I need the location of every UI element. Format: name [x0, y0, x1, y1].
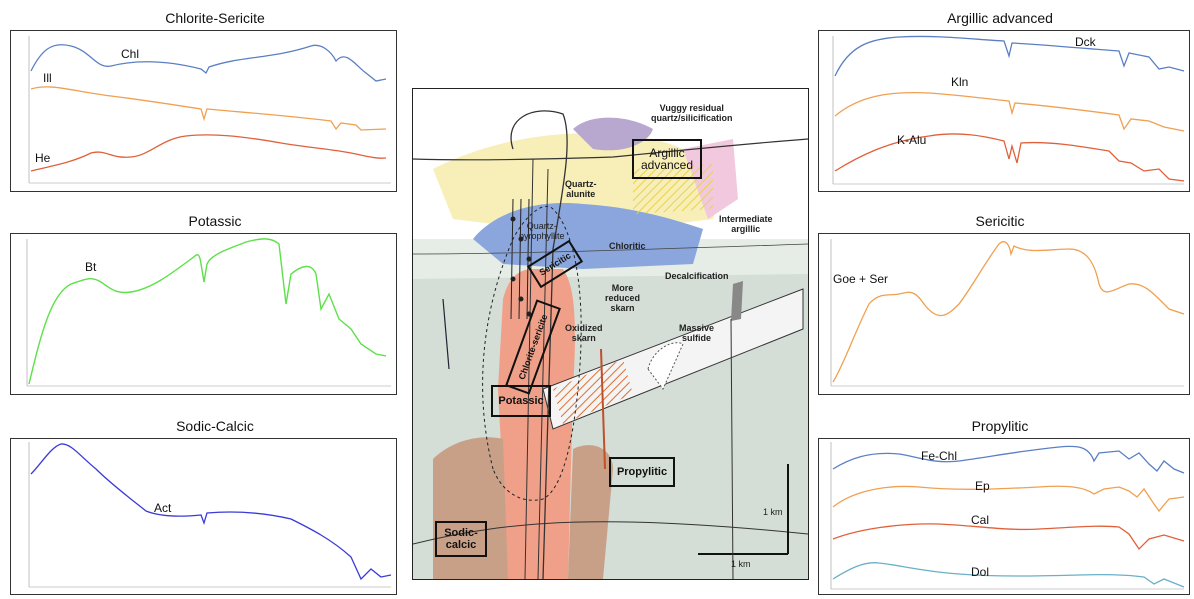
curve-label-ep: Ep	[975, 479, 990, 493]
curve-label-chl: Chl	[121, 47, 140, 61]
label-oxidized-skarn: Oxidized skarn	[565, 323, 603, 343]
spectrum-curve-ill	[30, 86, 387, 131]
curve-label-k-alu: K-Alu	[897, 133, 927, 147]
spectrum-curve-he	[30, 134, 387, 172]
sodic-calcic-fill-right	[568, 445, 613, 579]
spectra-panel-sericitic: Goe + Ser	[818, 233, 1190, 395]
label-quartz-alunite: Quartz- alunite	[565, 179, 597, 199]
panel-title-propylitic: Propylitic	[971, 418, 1029, 434]
massive-sulfide-shape	[647, 342, 684, 390]
fault-line-2	[730, 318, 734, 579]
dike-line-2	[537, 168, 549, 579]
curve-label-bt: Bt	[85, 260, 97, 274]
label-quartz-pyrophyllite: Quartz- pyrophyllite	[519, 221, 565, 241]
spectra-panel-chlorite-sericite: Chl Ill He	[10, 30, 397, 192]
spectra-panel-argillic-advanced: Dck Kln K-Alu	[818, 30, 1190, 192]
oxidized-skarn-hatch	[553, 359, 633, 424]
spectra-panel-potassic: Bt	[10, 233, 397, 395]
skarn-vein	[600, 348, 606, 470]
spectra-panel-sodic-calcic: Act	[10, 438, 397, 595]
surface-line	[413, 138, 808, 161]
porphyry-alteration-diagram: Vuggy residual quartz/silicification Arg…	[412, 88, 809, 580]
curve-label-ill: Ill	[43, 71, 52, 85]
spectrum-curve-goe-ser	[832, 241, 1185, 383]
fault-line	[442, 298, 450, 370]
spectrum-curve-dck	[834, 35, 1185, 77]
spectrum-curve-bt	[28, 238, 387, 385]
curve-label-dol: Dol	[971, 565, 990, 579]
panel-title-argillic-advanced: Argillic advanced	[947, 10, 1053, 26]
label-massive-sulfide: Massive sulfide	[679, 323, 715, 343]
panel-title-sericitic: Sericitic	[975, 213, 1025, 229]
alteration-zones-drawing	[413, 89, 808, 579]
curve-label-fe-chl: Fe-Chl	[921, 449, 958, 463]
lower-contact-line	[413, 521, 808, 545]
curve-label-act: Act	[154, 501, 172, 515]
zone-box-propylitic: Propylitic	[609, 457, 675, 487]
chloritic-boundary	[413, 243, 808, 255]
curve-label-cal: Cal	[971, 513, 990, 527]
spectrum-curve-k-alu	[834, 133, 1185, 182]
zone-box-sodic-calcic: Sodic- calcic	[435, 521, 487, 557]
label-more-reduced-skarn: More reduced skarn	[605, 283, 641, 313]
stockwork-veins	[510, 198, 532, 320]
spectrum-curve-cal	[832, 523, 1185, 551]
label-vuggy-silica: Vuggy residual quartz/silicification	[651, 103, 733, 123]
panel-title-potassic: Potassic	[188, 213, 242, 229]
potassic-core-fill	[498, 269, 575, 579]
curve-label-he: He	[35, 151, 51, 165]
spectra-plot-propylitic	[830, 442, 1185, 590]
spectra-plot-sericitic	[830, 239, 1185, 387]
panel-title-chlorite-sericite: Chlorite-Sericite	[165, 10, 265, 26]
sodic-calcic-fill	[433, 437, 508, 579]
spectrum-curve-dol	[832, 562, 1185, 588]
spectra-plot-potassic	[26, 238, 391, 387]
spectra-plot-sodic-calcic	[28, 442, 392, 588]
spectrum-curve-chl	[30, 44, 387, 82]
spectra-plot-argillic-advanced	[832, 35, 1185, 185]
curve-label-kln: Kln	[951, 75, 969, 89]
spectra-plot-chlorite-sericite	[28, 36, 391, 184]
porphyry-outline	[482, 205, 582, 501]
spectrum-curve-kln	[834, 91, 1185, 132]
zone-box-potassic: Potassic	[491, 385, 551, 417]
spectrum-curve-act	[30, 443, 392, 581]
label-intermediate-argillic: Intermediate argillic	[719, 214, 773, 234]
zone-box-argillic-advanced: Argillic advanced	[632, 139, 702, 179]
spectrum-curve-fe-chl	[832, 445, 1185, 474]
curve-label-goe-ser: Goe + Ser	[833, 272, 889, 286]
scale-label-horizontal: 1 km	[731, 559, 751, 569]
label-decalcification: Decalcification	[665, 271, 729, 281]
dike-line	[524, 158, 534, 579]
curve-label-dck: Dck	[1075, 35, 1096, 49]
argillic-hatch	[633, 164, 713, 214]
decalcification-fill	[731, 281, 743, 321]
spectra-panel-propylitic: Fe-Chl Ep Cal Dol	[818, 438, 1190, 595]
scale-label-vertical: 1 km	[763, 507, 783, 517]
spectrum-curve-ep	[832, 485, 1185, 513]
panel-title-sodic-calcic: Sodic-Calcic	[176, 418, 254, 434]
label-chloritic: Chloritic	[609, 241, 646, 251]
stock-contact-line	[510, 110, 568, 579]
